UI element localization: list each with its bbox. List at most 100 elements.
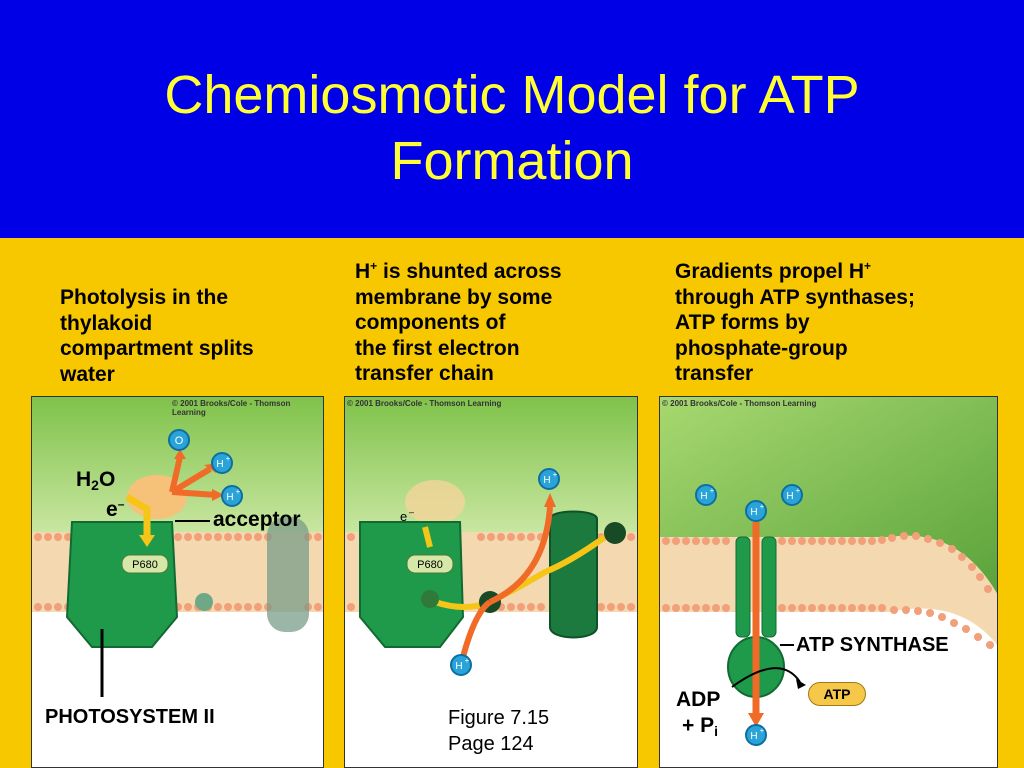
- stroma-region: [345, 397, 637, 532]
- plus-sup: +: [370, 259, 378, 273]
- h-ion-ball: [211, 452, 233, 474]
- water-splitting-complex: [405, 480, 465, 524]
- panel-atp-synthase: H + H + H + H + © 2001 Brooks/Cole - Tho…: [659, 396, 998, 768]
- h2o-label: H2O: [76, 468, 115, 492]
- panel-atp-synthase-art: H + H + H + H +: [660, 397, 997, 767]
- plus-p: + P: [682, 714, 715, 737]
- lipid-heads-bottom: [662, 604, 994, 649]
- figure-number: Figure 7.15: [448, 707, 550, 729]
- h-ion-label: H: [750, 507, 757, 518]
- h2o-o: O: [98, 468, 116, 491]
- proton-flow-arrowhead: [748, 713, 764, 727]
- faded-carrier: [195, 593, 213, 611]
- phosphorylation-arrow: [731, 667, 801, 688]
- electron-label: e–: [106, 498, 124, 522]
- p680-label-bg: [406, 554, 454, 574]
- oxygen-ball-label: O: [175, 435, 184, 447]
- credit-text: © 2001 Brooks/Cole - Thomson Learning: [172, 399, 291, 417]
- panel-electron-transfer: P680 H + H + e – © 2001 Brooks/Cole - Th…: [344, 396, 638, 768]
- caption-left: Photolysis in the thylakoid compartment …: [60, 285, 254, 387]
- atp-synthase-channel-right: [761, 536, 777, 638]
- electron-transfer-path: [434, 534, 607, 610]
- h-ion-label: H: [750, 731, 757, 742]
- h2o-sub: 2: [91, 477, 99, 493]
- title-bar: [0, 0, 1024, 238]
- caption-right-line: phosphate-group: [675, 336, 848, 360]
- h-ion-charge: +: [760, 502, 765, 511]
- p680-label: P680: [132, 559, 158, 571]
- h-ion-charge: +: [710, 486, 715, 495]
- h-ion-label: H: [226, 492, 233, 503]
- caption-middle: H+ is shunted across membrane by some co…: [355, 259, 562, 387]
- h-ion-ball: [745, 500, 767, 522]
- electron-carrier: [421, 590, 439, 608]
- lumen-region: [32, 612, 323, 767]
- h-ion-label: H: [455, 661, 462, 672]
- caption-left-line: water: [60, 362, 115, 386]
- figure-reference: Figure 7.15 Page 124: [448, 705, 549, 757]
- caption-right-line: Gradients propel H+: [675, 259, 915, 285]
- h-ion-label: H: [216, 459, 223, 470]
- slide-title-line-1: Chemiosmotic Model for ATP: [164, 65, 860, 125]
- h-ion-charge: +: [465, 656, 470, 665]
- caption-right-line: transfer: [675, 362, 754, 385]
- h-ion-charge: +: [236, 487, 241, 496]
- phosphorylation-arrowhead: [796, 679, 806, 689]
- h2o-h: H: [76, 468, 92, 491]
- h-ion-charge: +: [226, 454, 231, 463]
- slide-title: Chemiosmotic Model for ATP Formation: [0, 62, 1024, 194]
- h-ion-charge: +: [553, 470, 558, 479]
- photosystem-ii-protein: [65, 521, 179, 648]
- oxygen-ball: [168, 429, 190, 451]
- h-ion-ball: [745, 724, 767, 746]
- atp-synthase-channel-left: [735, 536, 751, 638]
- h-ion-ball: [695, 484, 717, 506]
- atp-synthase-label: ATP SYNTHASE: [796, 634, 949, 656]
- credit-text: © 2001 Brooks/Cole - Thomson Learning: [662, 399, 817, 408]
- caption-left-line: Photolysis in the: [60, 286, 229, 309]
- electron-arrowhead: [139, 535, 155, 547]
- caption-left-line: thylakoid: [60, 311, 153, 335]
- credit-text: © 2001 Brooks/Cole - Thomson Learning: [347, 399, 502, 408]
- p680-label: P680: [417, 559, 443, 571]
- phosphate-label: + Pi: [682, 714, 718, 738]
- caption-right-text: Gradients propel H: [675, 260, 865, 283]
- slide-title-line-2: Formation: [390, 131, 634, 191]
- photolysis-arrows: [169, 456, 218, 498]
- h-ion-label: H: [700, 491, 707, 502]
- caption-middle-line: transfer chain: [355, 362, 494, 385]
- caption-middle-line: H+ is shunted across: [355, 259, 562, 285]
- h-ion-ball: [450, 654, 472, 676]
- h-ion-charge: +: [760, 726, 765, 735]
- electron-charge: –: [409, 507, 414, 517]
- h-symbol: H: [355, 260, 371, 283]
- p680-label-bg: [121, 554, 169, 574]
- caption-middle-text: is shunted across: [377, 260, 562, 283]
- h-ion-ball: [221, 485, 243, 507]
- water-splitting-complex: [127, 475, 187, 519]
- electron-path-arrow: [125, 493, 151, 537]
- electron-label: e: [400, 509, 407, 524]
- panel-electron-transfer-art: P680 H + H + e –: [345, 397, 637, 767]
- panel-photolysis: P680 O H + H + © 2001 Brooks/Cole - Thom…: [31, 396, 324, 768]
- panel-photolysis-art: P680 O H + H +: [32, 397, 323, 767]
- h-ion-ball: [538, 468, 560, 490]
- h-ion-label: H: [543, 475, 550, 486]
- stroma-region: [660, 397, 997, 594]
- proton-pump-arrowhead: [544, 493, 556, 507]
- caption-middle-line: components of: [355, 311, 506, 334]
- electron-charge: –: [117, 497, 125, 511]
- photosystem-ii-protein: [359, 521, 465, 648]
- electron-carrier: [604, 522, 626, 544]
- caption-right: Gradients propel H+ through ATP synthase…: [675, 259, 915, 387]
- atp-product: ATP: [808, 682, 866, 706]
- caption-middle-line: membrane by some: [355, 285, 553, 309]
- h-ion-ball: [781, 484, 803, 506]
- caption-middle-line: the first electron: [355, 336, 520, 360]
- adp-label: ADP: [676, 688, 721, 711]
- faded-protein: [267, 517, 309, 632]
- caption-left-line: compartment splits: [60, 337, 254, 360]
- photosystem-ii-label: PHOTOSYSTEM II: [45, 706, 215, 728]
- electron-path-arrow: [422, 526, 433, 548]
- phosphate-sub: i: [714, 723, 718, 739]
